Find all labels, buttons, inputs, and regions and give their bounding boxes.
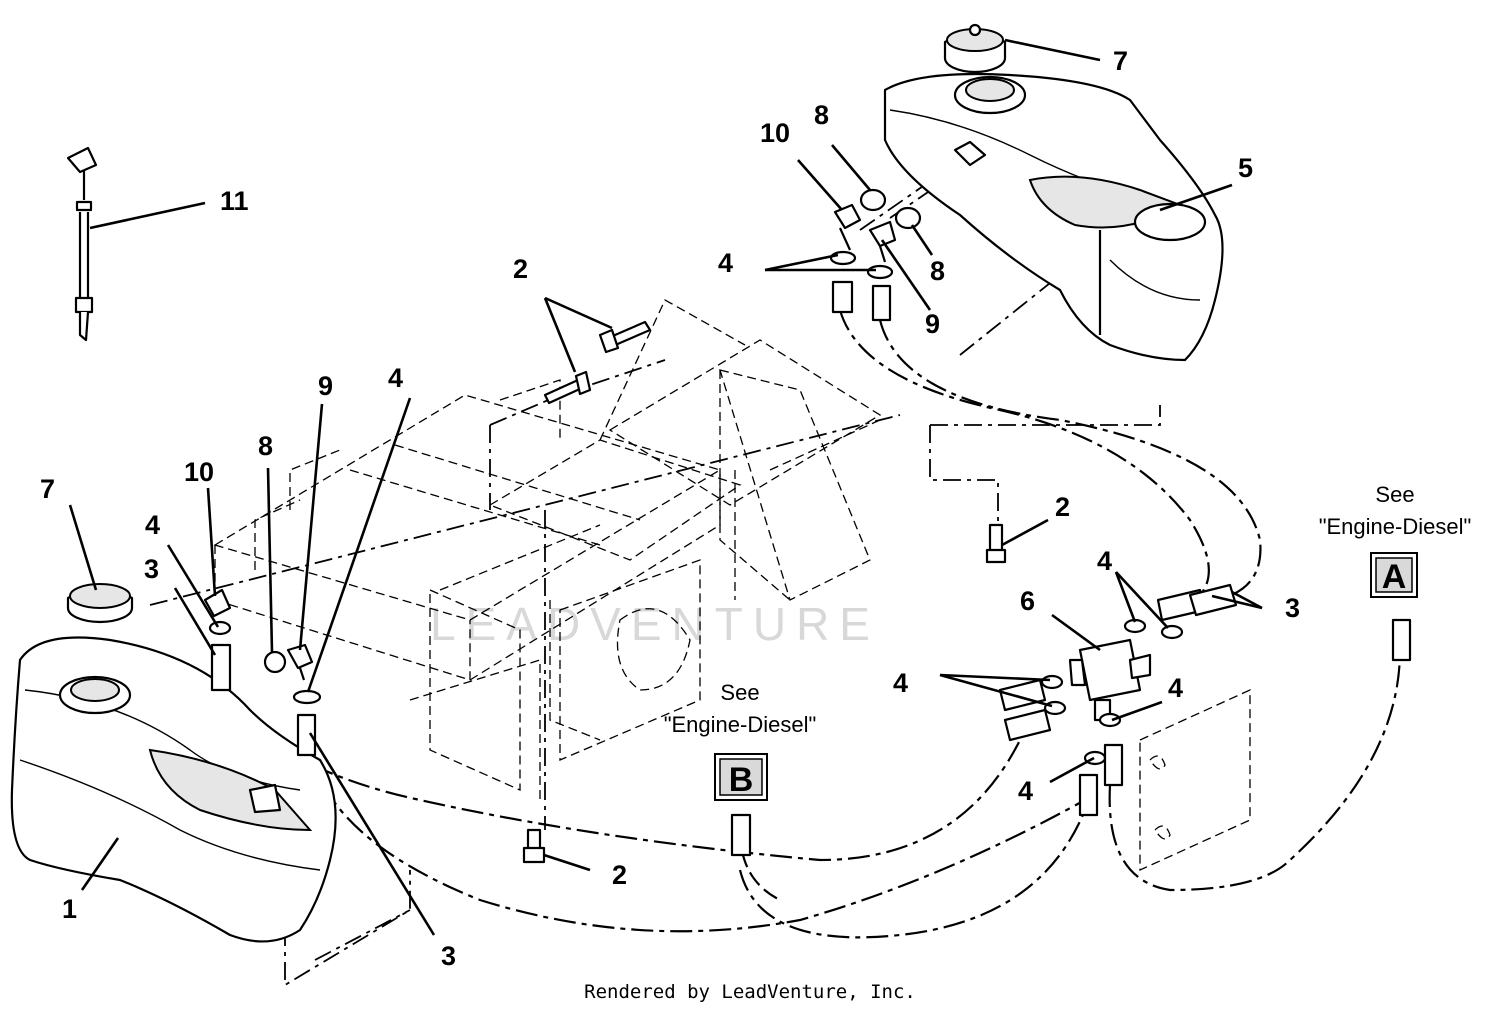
fuel-tank-left [10,636,337,943]
reference-a-letter: A [1382,558,1407,596]
callout-10: 10 [760,118,790,148]
callout-3: 3 [441,941,456,971]
callout-10: 10 [184,457,214,487]
callout-3: 3 [144,554,159,584]
chassis-frame [213,299,882,800]
callout-4: 4 [893,668,908,698]
callout-7: 7 [1113,46,1128,76]
callout-2: 2 [1055,492,1070,522]
callout-11: 11 [220,186,249,216]
reference-a-target: "Engine-Diesel" [1319,514,1472,539]
callout-9: 9 [318,371,333,401]
callout-4: 4 [1018,776,1033,806]
callout-4: 4 [388,363,403,393]
callout-3: 3 [1285,593,1300,623]
callout-8: 8 [258,431,273,461]
leader-lines [68,38,1263,936]
watermark-text: LEADVENTURE [430,598,880,650]
reference-b-letter: B [729,761,754,799]
callout-8: 8 [814,100,829,130]
fuel-tank-right [883,72,1224,362]
callout-4: 4 [1168,673,1183,703]
reference-b: See "Engine-Diesel" B [664,680,817,801]
reference-b-see: See [720,680,759,705]
reference-a-see: See [1375,482,1414,507]
callout-labels: 1 2 2 2 3 3 3 4 4 4 4 4 4 4 5 6 7 7 8 8 … [40,46,1300,971]
callout-4: 4 [718,248,733,278]
callout-9: 9 [925,309,940,339]
callout-2: 2 [513,254,528,284]
callout-5: 5 [1238,153,1253,183]
callout-4: 4 [1097,546,1112,576]
fuel-gauge-sender [66,146,98,342]
callout-2: 2 [612,860,627,890]
callout-4: 4 [145,510,160,540]
footer-credit: Rendered by LeadVenture, Inc. [584,981,916,1003]
mounting-plate [1139,688,1251,872]
fuel-cap-left [66,583,134,624]
callout-1: 1 [62,894,77,924]
reference-b-target: "Engine-Diesel" [664,712,817,737]
fuel-cap-right [943,23,1007,74]
fittings [203,188,1412,857]
bolts [522,320,1007,864]
callout-8: 8 [930,256,945,286]
reference-a: See "Engine-Diesel" A [1319,482,1472,598]
callout-6: 6 [1020,586,1035,616]
callout-7: 7 [40,474,55,504]
